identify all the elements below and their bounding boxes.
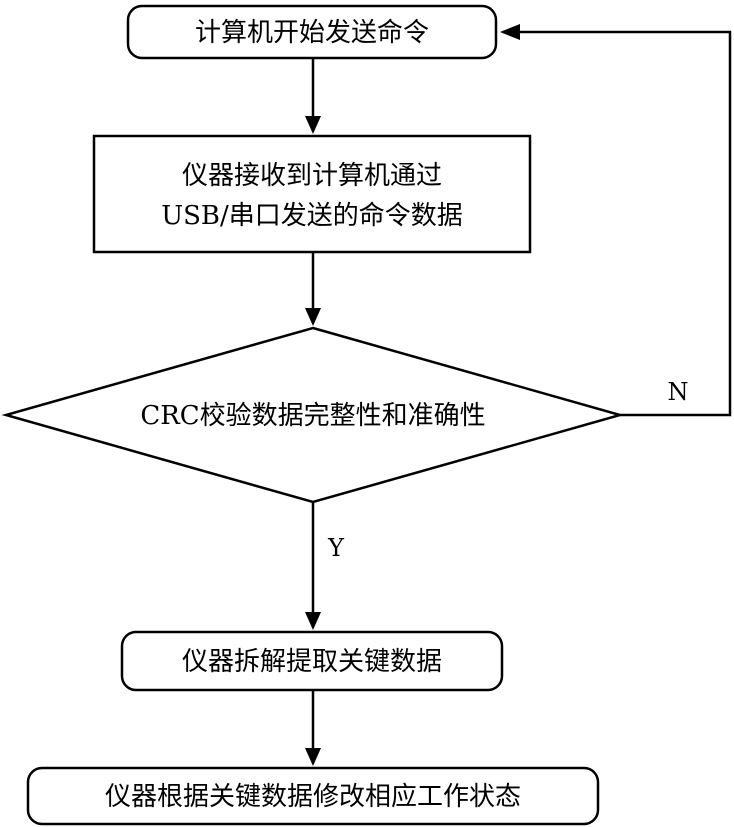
arrowhead-crc [305,308,321,326]
arrowhead-start [500,24,520,40]
crc-decision-label: CRC校验数据完整性和准确性 [140,401,485,431]
edge-crc-to-start-no [520,30,732,417]
edge-no-label: N [668,378,689,406]
extract-node-label: 仪器拆解提取关键数据 [182,647,442,677]
receive-node-line2: USB/串口发送的命令数据 [161,201,463,231]
edge-yes-label: Y [327,534,345,562]
receive-node [92,134,532,254]
start-node-label: 计算机开始发送命令 [195,18,429,48]
modify-node-label: 仪器根据关键数据修改相应工作状态 [105,782,521,812]
receive-node-line1: 仪器接收到计算机通过 [182,161,442,191]
arrowhead-extract [305,612,321,630]
arrowhead-modify [305,748,321,766]
arrowhead-receive [305,116,321,134]
modify-node [26,766,600,826]
